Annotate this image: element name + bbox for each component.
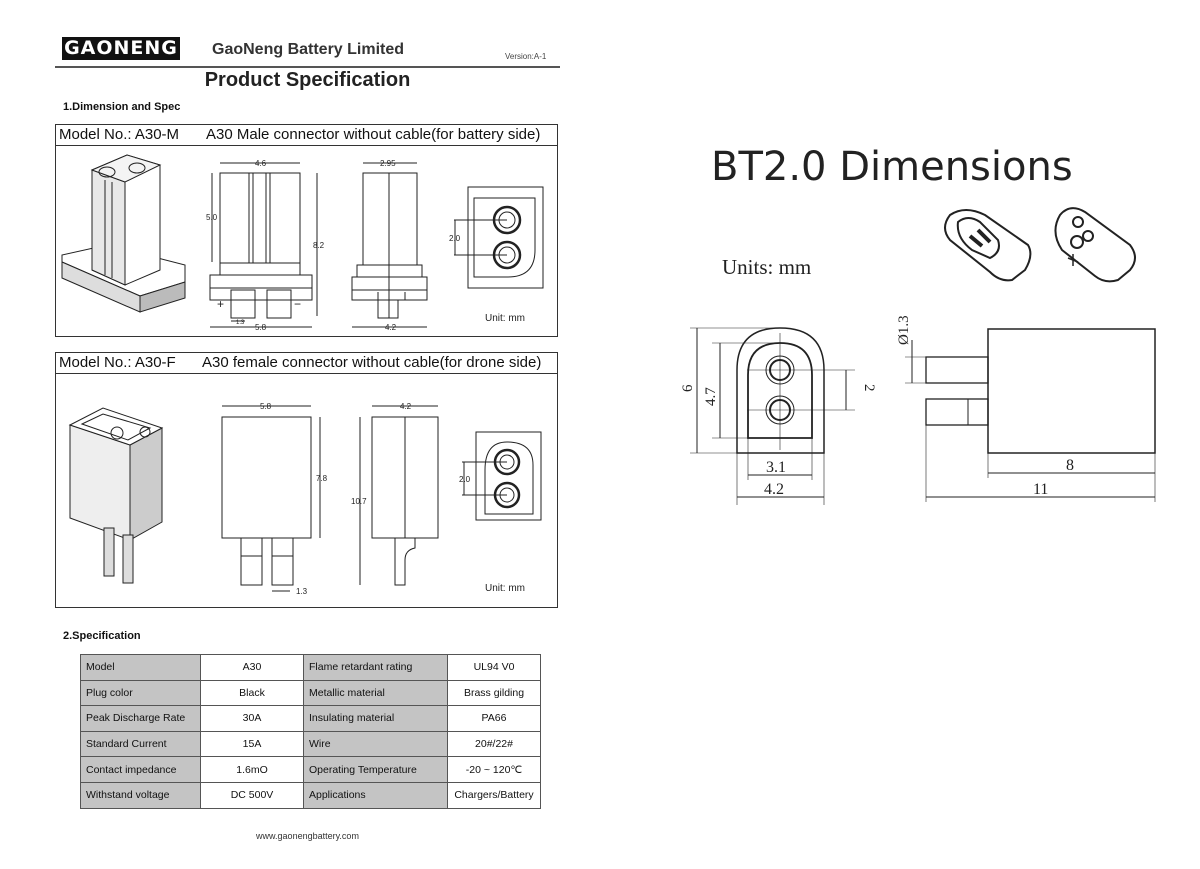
bt20-units: Units: mm [722, 255, 811, 279]
bt20-dim-inner-height: 4.7 [703, 387, 719, 406]
spec-value: 1.6mO [200, 756, 304, 783]
bt20-dim-height: 6 [680, 384, 696, 392]
spec-label: Applications [303, 781, 448, 809]
spec-value: UL94 V0 [447, 654, 541, 681]
male-spec-box: Model No.: A30-M A30 Male connector with… [55, 124, 558, 337]
bt20-dim-pin-diameter: Ø1.3 [896, 315, 912, 345]
spec-value: -20 ~ 120℃ [447, 756, 541, 783]
male-dim-body-height: 5.0 [206, 213, 218, 222]
male-plus-label: + [217, 297, 224, 311]
male-dim-side-top: 2.95 [380, 159, 396, 168]
bt20-title: BT2.0 Dimensions [711, 144, 1073, 190]
spec-value: Chargers/Battery [447, 781, 541, 809]
male-3d-view [61, 154, 186, 313]
bt20-front-view [690, 327, 855, 505]
spec-value: Brass gilding [447, 679, 541, 707]
spec-label: Insulating material [303, 705, 448, 732]
female-dim-side-width: 4.2 [400, 402, 412, 411]
spec-label: Operating Temperature [303, 756, 448, 783]
female-spec-box: Model No.: A30-F A30 female connector wi… [55, 352, 558, 608]
spec-value: 30A [200, 705, 304, 732]
bt20-dim-width: 4.2 [764, 481, 784, 498]
spec-label: Standard Current [80, 730, 201, 758]
female-side-view [359, 405, 439, 586]
header-divider [55, 66, 560, 68]
spec-value: DC 500V [200, 781, 304, 809]
footer-website[interactable]: www.gaonengbattery.com [256, 831, 359, 841]
page-title: Product Specification [204, 69, 411, 91]
female-end-view [462, 431, 542, 521]
male-unit-label: Unit: mm [485, 313, 525, 324]
male-side-view [351, 162, 428, 328]
bt20-female-3d-icon [1054, 207, 1136, 283]
female-model-number: Model No.: A30-F [59, 354, 176, 371]
female-dim-total-height: 10.7 [351, 497, 367, 506]
spec-label: Metallic material [303, 679, 448, 707]
female-dim-width: 5.8 [260, 402, 272, 411]
male-description: A30 Male connector without cable(for bat… [206, 126, 541, 143]
spec-value: A30 [200, 654, 304, 681]
company-name: GaoNeng Battery Limited [212, 41, 405, 58]
male-header-row: Model No.: A30-M A30 Male connector with… [56, 125, 557, 146]
spec-label: Flame retardant rating [303, 654, 448, 681]
male-dim-total-height: 8.2 [313, 241, 325, 250]
spec-label: Withstand voltage [80, 781, 201, 809]
spec-value: 15A [200, 730, 304, 758]
spec-value: 20#/22# [447, 730, 541, 758]
bt20-dim-total-length: 11 [1033, 481, 1048, 498]
male-front-view [209, 162, 318, 328]
female-dim-body-height: 7.8 [316, 474, 328, 483]
male-minus-label: − [294, 297, 301, 311]
male-dim-pin-gap: 1.3 [236, 320, 245, 326]
bt20-dim-inner-width: 3.1 [766, 459, 786, 476]
male-dim-side-base: 4.2 [385, 323, 397, 332]
spec-value: PA66 [447, 705, 541, 732]
male-dim-pitch: 2.0 [449, 234, 461, 243]
spec-label: Peak Discharge Rate [80, 705, 201, 732]
male-dim-width: 4.6 [255, 159, 267, 168]
female-dim-pitch: 2.0 [459, 475, 471, 484]
section2-heading: 2.Specification [63, 630, 141, 642]
spec-value: Black [200, 679, 304, 707]
female-dim-pin: 1.3 [296, 587, 308, 596]
spec-label: Contact impedance [80, 756, 201, 783]
version-label: Version:A-1 [505, 52, 547, 61]
female-front-view [221, 405, 321, 592]
bt20-male-3d-icon [944, 209, 1032, 282]
section1-heading: 1.Dimension and Spec [63, 101, 181, 113]
spec-label: Wire [303, 730, 448, 758]
bt20-side-view [905, 328, 1156, 502]
bt20-dim-pitch: 2 [861, 384, 877, 392]
female-unit-label: Unit: mm [485, 583, 525, 594]
spec-label: Model [80, 654, 201, 681]
spec-label: Plug color [80, 679, 201, 707]
female-header-row: Model No.: A30-F A30 female connector wi… [56, 353, 557, 374]
male-model-number: Model No.: A30-M [59, 126, 180, 143]
bt20-dim-body-length: 8 [1066, 457, 1074, 474]
female-3d-view [68, 407, 164, 584]
male-dim-base-width: 5.8 [255, 323, 267, 332]
gaoneng-logo: GAONENG [62, 37, 180, 60]
female-description: A30 female connector without cable(for d… [202, 354, 542, 371]
male-end-view [454, 186, 544, 289]
